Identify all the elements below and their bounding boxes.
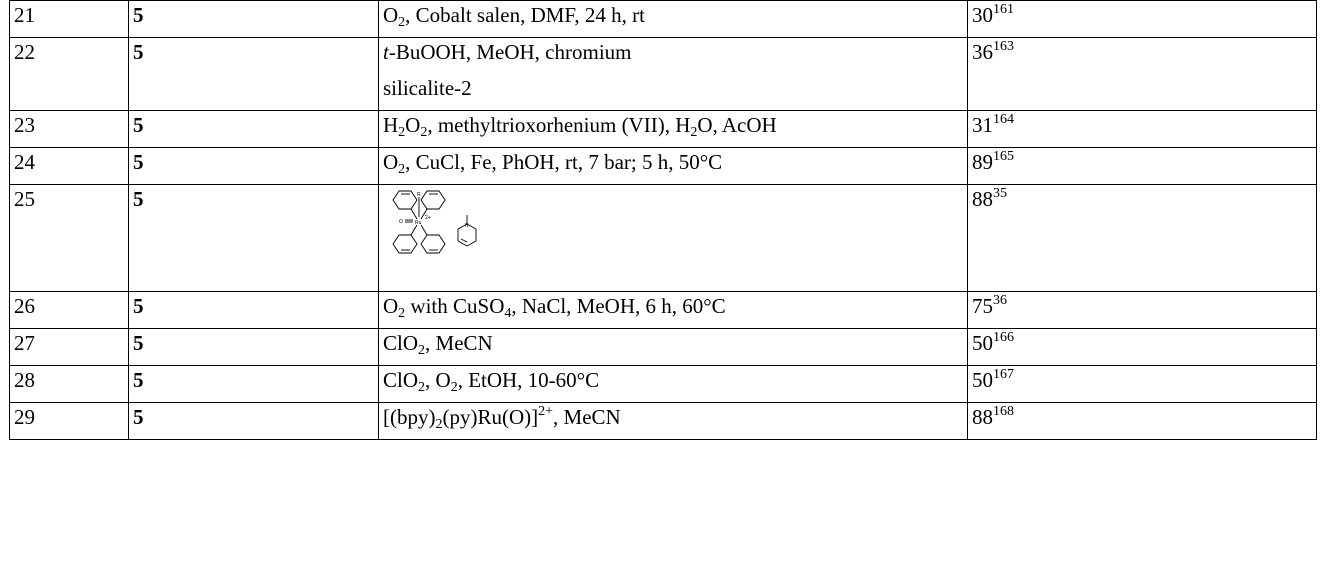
compound-cell: 5 [128, 402, 379, 440]
entry-cell: 22 [9, 37, 129, 111]
table-row: 28 5 ClO2, O2, EtOH, 10-60°C 50167 [9, 365, 1317, 403]
charge-label: 2+ [425, 215, 431, 221]
compound-cell: 5 [128, 365, 379, 403]
compound-cell: 5 [128, 291, 379, 329]
entry-cell: 28 [9, 365, 129, 403]
table-row: 29 5 [(bpy)2(py)Ru(O)]2+, MeCN 88168 [9, 402, 1317, 440]
conditions-cell: H2O2, methyltrioxorhenium (VII), H2O, Ac… [378, 110, 968, 148]
oxo-label: O [399, 219, 403, 225]
n-label: N [465, 223, 469, 229]
entry-cell: 21 [9, 0, 129, 38]
yield-cell: 36163 [967, 37, 1317, 111]
conditions-cell: O2, Cobalt salen, DMF, 24 h, rt [378, 0, 968, 38]
entry-cell: 29 [9, 402, 129, 440]
ruthenium-complex-structure: R 2+ Ru O N [392, 190, 477, 254]
compound-cell: 5 [128, 110, 379, 148]
yield-cell: 89165 [967, 147, 1317, 185]
table-row: 26 5 O2 with CuSO4, NaCl, MeOH, 6 h, 60°… [9, 291, 1317, 329]
yield-cell: 30161 [967, 0, 1317, 38]
table-row: 23 5 H2O2, methyltrioxorhenium (VII), H2… [9, 110, 1317, 148]
compound-cell: 5 [128, 184, 379, 292]
yield-cell: 50167 [967, 365, 1317, 403]
table-row: 25 5 [9, 184, 1317, 292]
yield-cell: 88168 [967, 402, 1317, 440]
conditions-cell: R 2+ Ru O N [378, 184, 968, 292]
compound-cell: 5 [128, 328, 379, 366]
r-label: R [417, 192, 421, 198]
entry-cell: 23 [9, 110, 129, 148]
yield-cell: 8835 [967, 184, 1317, 292]
entry-cell: 27 [9, 328, 129, 366]
table-row: 21 5 O2, Cobalt salen, DMF, 24 h, rt 301… [9, 0, 1317, 38]
table-row: 24 5 O2, CuCl, Fe, PhOH, rt, 7 bar; 5 h,… [9, 147, 1317, 185]
conditions-cell: [(bpy)2(py)Ru(O)]2+, MeCN [378, 402, 968, 440]
conditions-cell: ClO2, O2, EtOH, 10-60°C [378, 365, 968, 403]
compound-cell: 5 [128, 147, 379, 185]
table-row: 27 5 ClO2, MeCN 50166 [9, 328, 1317, 366]
yield-cell: 7536 [967, 291, 1317, 329]
conditions-cell: O2, CuCl, Fe, PhOH, rt, 7 bar; 5 h, 50°C [378, 147, 968, 185]
entry-cell: 26 [9, 291, 129, 329]
compound-cell: 5 [128, 37, 379, 111]
reaction-table: 21 5 O2, Cobalt salen, DMF, 24 h, rt 301… [9, 0, 1317, 440]
entry-cell: 25 [9, 184, 129, 292]
entry-cell: 24 [9, 147, 129, 185]
yield-cell: 31164 [967, 110, 1317, 148]
ru-label: Ru [415, 220, 422, 226]
conditions-cell: ClO2, MeCN [378, 328, 968, 366]
conditions-cell: O2 with CuSO4, NaCl, MeOH, 6 h, 60°C [378, 291, 968, 329]
compound-cell: 5 [128, 0, 379, 38]
yield-cell: 50166 [967, 328, 1317, 366]
